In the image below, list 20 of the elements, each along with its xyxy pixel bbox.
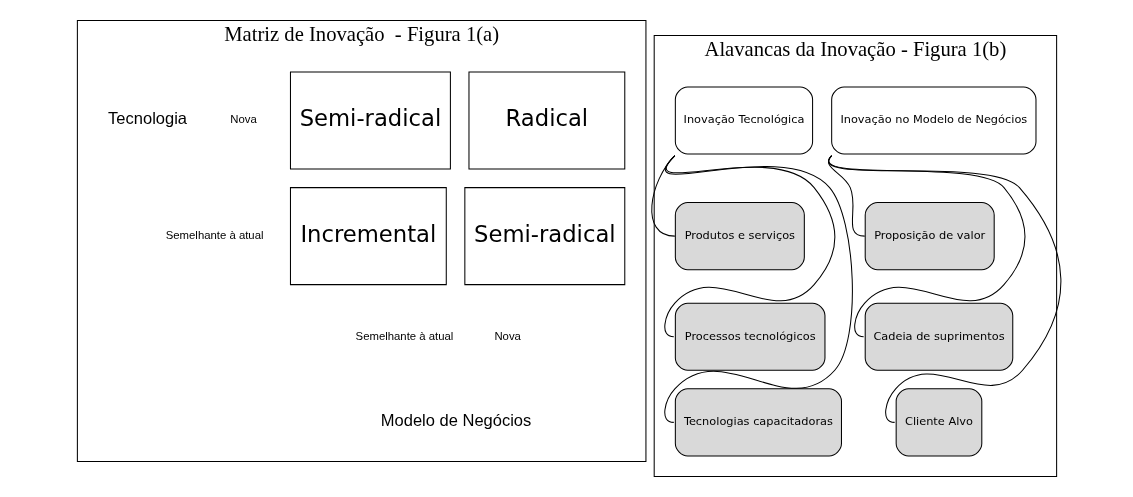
label: Nova <box>229 113 257 126</box>
label: Modelo de Negócios <box>380 411 531 430</box>
node-box: Cliente Alvo <box>895 388 982 457</box>
node-box: Tecnologias capacitadoras <box>674 388 842 457</box>
label: Semelhante à atual <box>165 229 263 242</box>
label: Nova <box>493 329 521 342</box>
connector <box>663 155 853 423</box>
label: Semelhante à atual <box>355 329 453 342</box>
node-box: Semi-radical <box>463 187 625 286</box>
node-box: Semi-radical <box>289 71 451 170</box>
connector <box>827 155 1061 423</box>
node-box: Produtos e serviços <box>674 202 805 271</box>
node-box: Cadeia de suprimentos <box>864 302 1013 371</box>
node-box: Inovação no Modelo de Negócios <box>830 86 1036 155</box>
node-box: Inovação Tecnológica <box>674 86 813 155</box>
node-box: Incremental <box>289 187 447 286</box>
node-box: Processos tecnológicos <box>674 302 825 371</box>
label: Tecnologia <box>107 109 187 128</box>
node-box: Proposição de valor <box>864 202 995 271</box>
node-box: Radical <box>467 71 625 170</box>
